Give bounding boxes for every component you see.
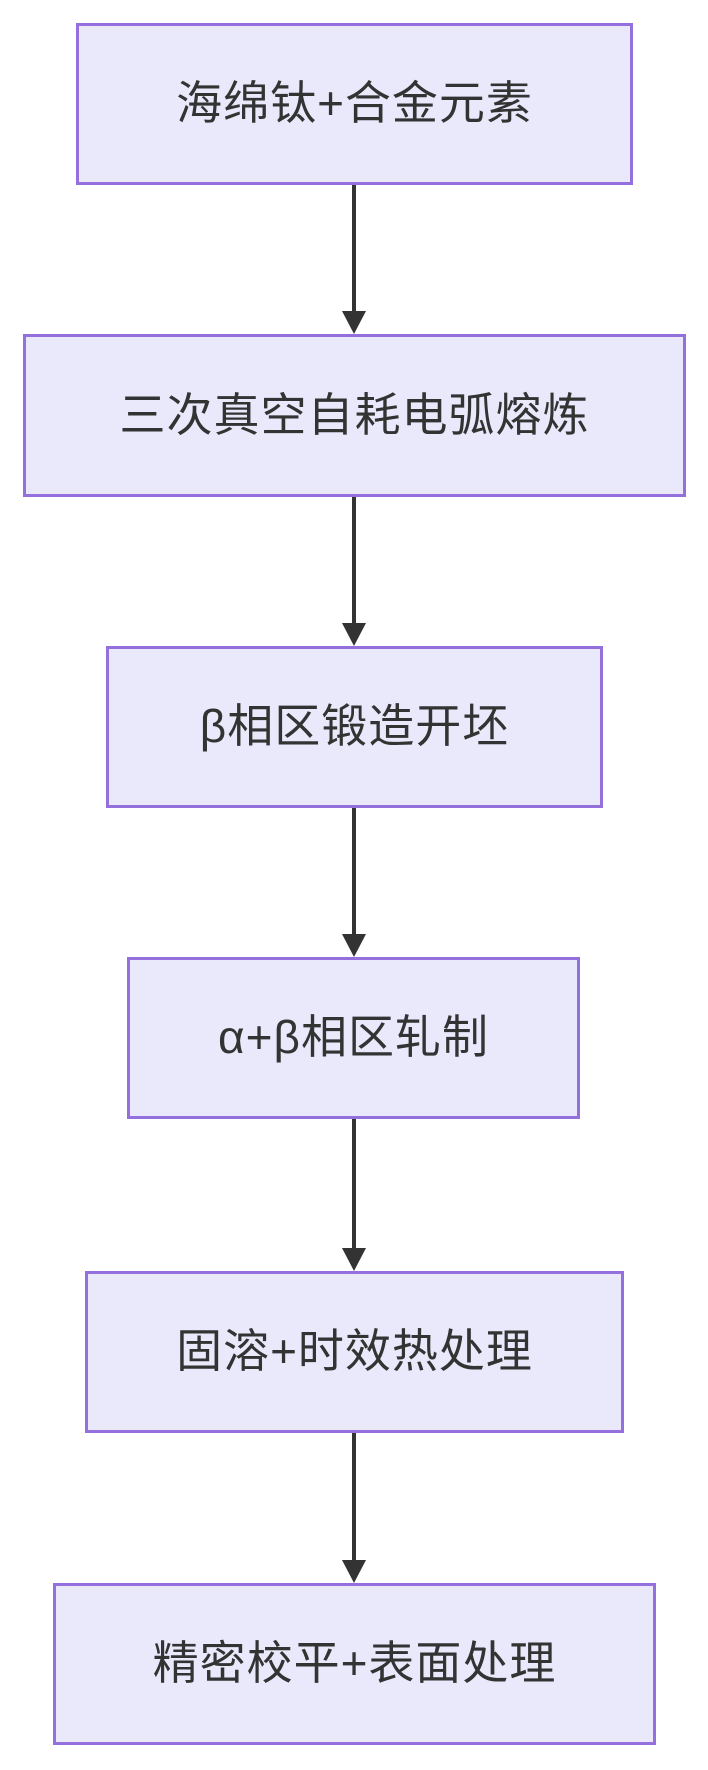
flow-arrow-1 [341,185,367,334]
arrow-down-icon [342,934,366,957]
flow-node-alpha-beta-rolling: α+β相区轧制 [127,957,580,1119]
node-label: α+β相区轧制 [218,1011,489,1064]
node-label: 精密校平+表面处理 [152,1637,557,1690]
arrow-shaft [352,1433,356,1577]
arrow-down-icon [342,1248,366,1271]
flow-node-solution-aging-heat-treatment: 固溶+时效热处理 [85,1271,624,1433]
arrow-down-icon [342,1560,366,1583]
flow-node-sponge-titanium-alloy: 海绵钛+合金元素 [76,23,633,185]
flow-node-beta-forging: β相区锻造开坯 [106,646,603,808]
arrow-shaft [352,1119,356,1265]
flow-node-vacuum-arc-melting: 三次真空自耗电弧熔炼 [23,334,686,497]
flow-arrow-5 [341,1433,367,1583]
node-label: 海绵钛+合金元素 [176,77,533,130]
node-label: 三次真空自耗电弧熔炼 [119,388,590,441]
flow-arrow-3 [341,808,367,957]
node-label: β相区锻造开坯 [199,700,510,753]
node-label: 固溶+时效热处理 [176,1325,533,1378]
flow-node-leveling-surface-treatment: 精密校平+表面处理 [53,1583,656,1745]
flow-arrow-4 [341,1119,367,1271]
flow-arrow-2 [341,497,367,646]
arrow-down-icon [342,311,366,334]
arrow-down-icon [342,623,366,646]
arrow-shaft [352,808,356,951]
arrow-shaft [352,497,356,640]
arrow-shaft [352,185,356,328]
